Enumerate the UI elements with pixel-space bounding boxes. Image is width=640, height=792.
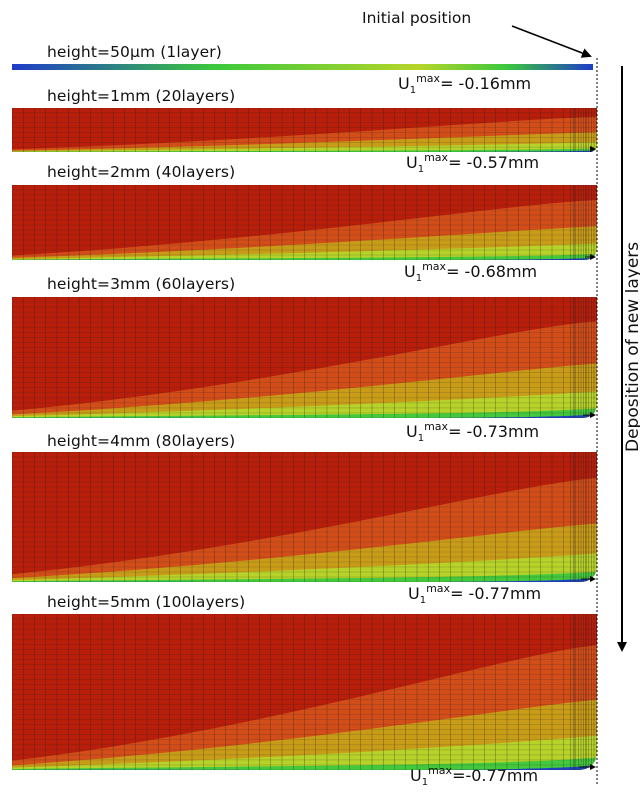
initial-position-arrow [511,25,592,58]
mesh-panel-1 [12,64,593,70]
layer-6-height-label: height=5mm (100layers) [47,593,246,611]
layer-2-umax: U1max= -0.57mm [406,151,540,175]
mesh-panel-2 [12,108,597,152]
mesh-panel-6 [12,614,597,770]
mesh-panel-3 [12,185,597,260]
displacement-arrows [579,146,596,770]
layer-4-height-label: height=3mm (60layers) [47,275,236,293]
deposition-label: Deposition of new layers [623,241,640,452]
layer-4-umax: U1max= -0.73mm [406,420,540,444]
mesh-panels [12,64,597,770]
layer-5-umax: U1max= -0.77mm [408,582,542,606]
layer-5-height-label: height=4mm (80layers) [47,432,236,450]
layer-1-umax: U1max= -0.16mm [398,72,532,96]
layer-3-height-label: height=2mm (40layers) [47,163,236,181]
layer-6-umax: U1max=-0.77mm [410,764,539,788]
mesh-panel-5 [12,452,597,582]
layer-2-height-label: height=1mm (20layers) [47,87,236,105]
layer-1-height-label: height=50µm (1layer) [47,43,222,61]
initial-position-label: Initial position [362,9,472,27]
mesh-panel-4 [12,297,597,418]
layer-3-umax: U1max= -0.68mm [404,260,538,284]
